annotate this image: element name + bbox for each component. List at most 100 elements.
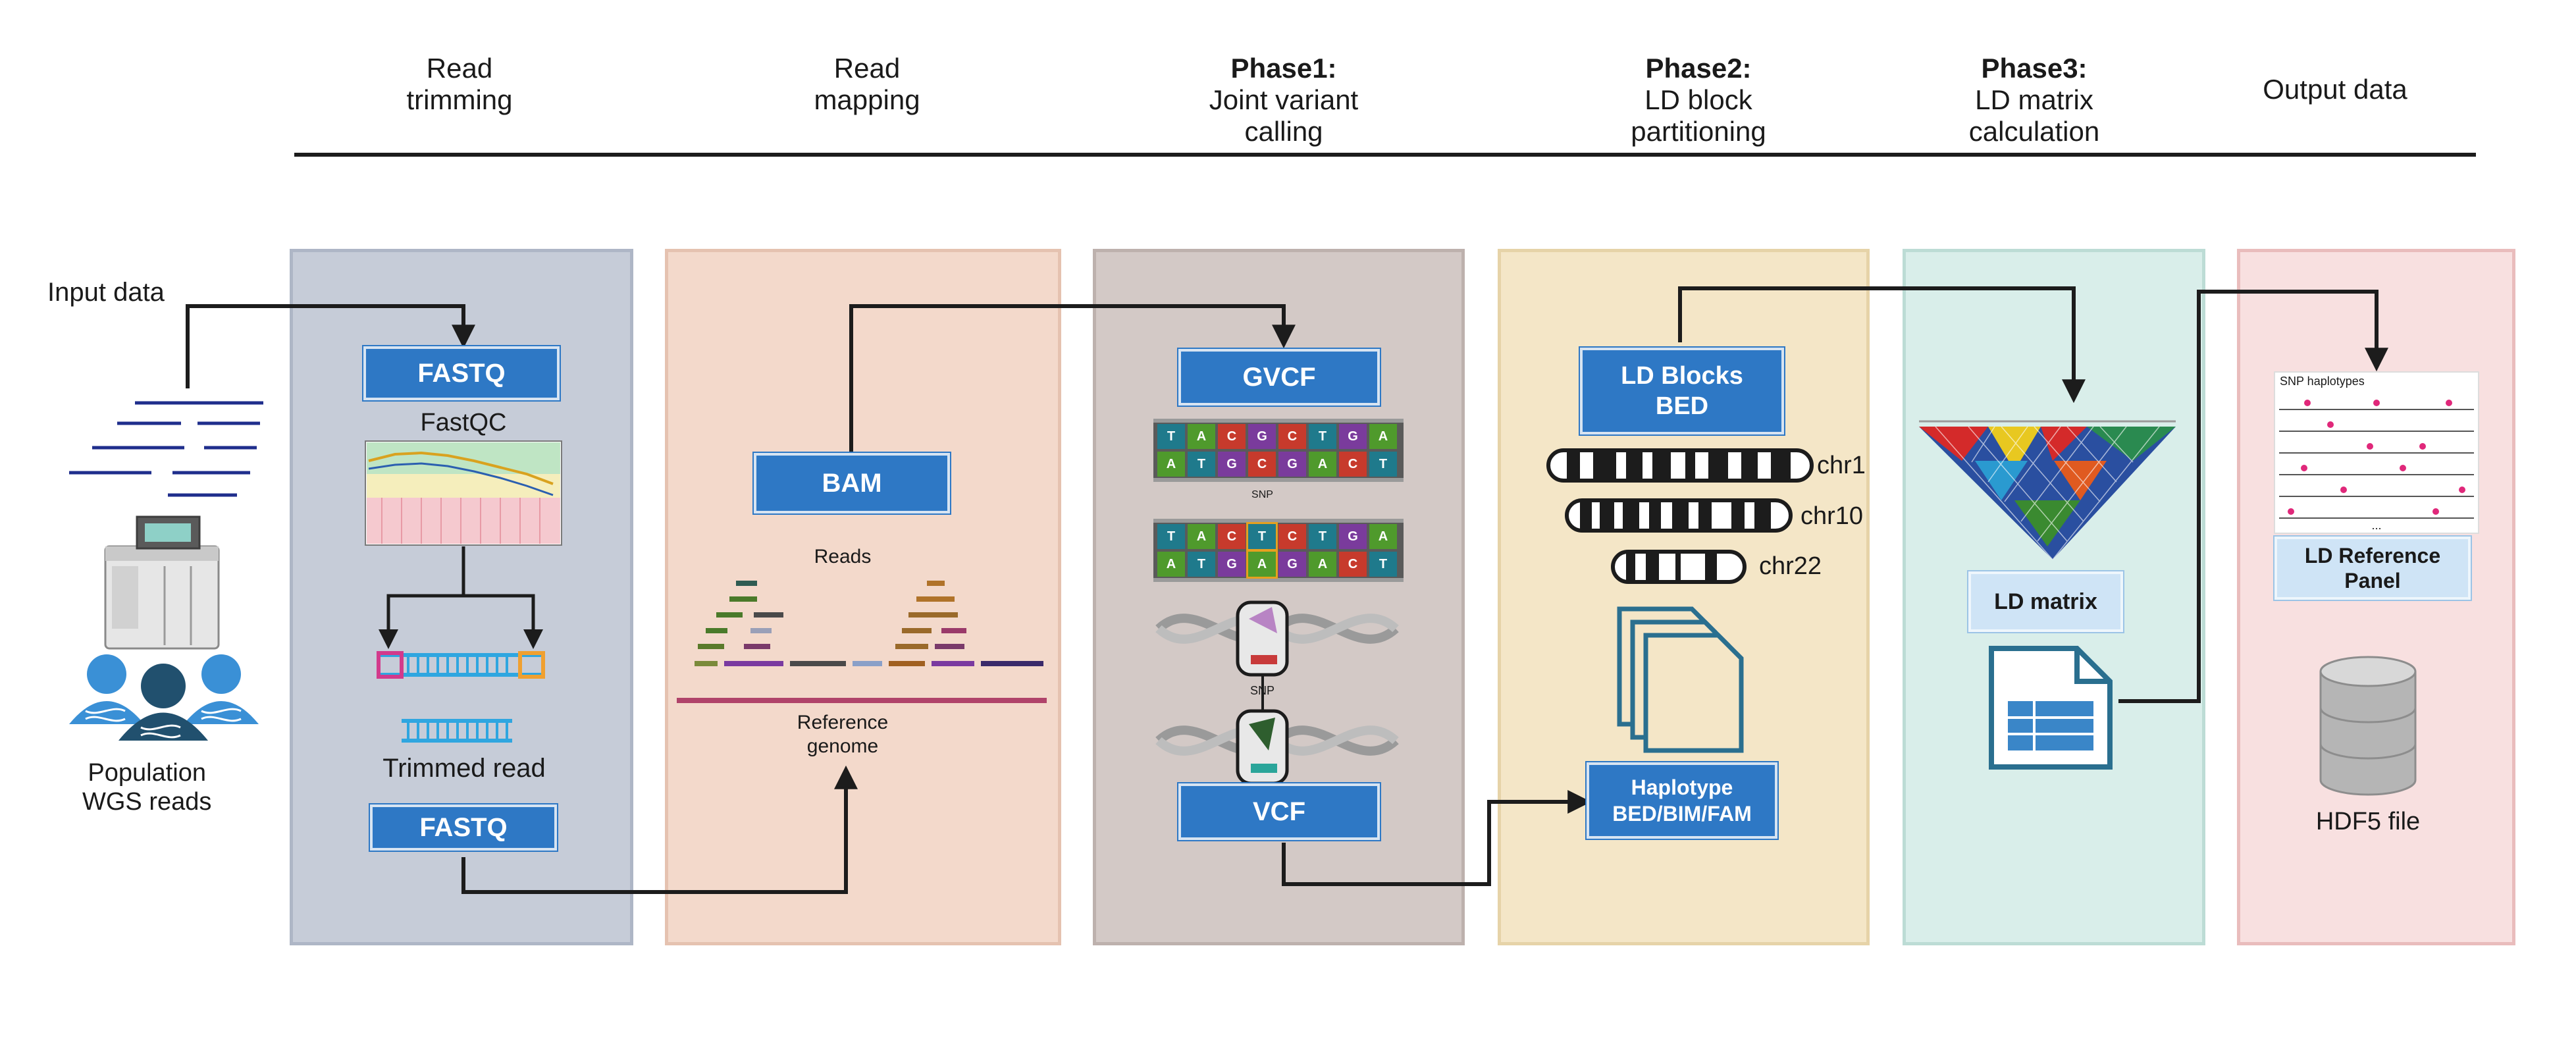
- stage-header-text: Output data: [2263, 74, 2407, 105]
- input-data-label: Input data: [47, 278, 165, 307]
- stage-header-read-mapping: Read mapping: [814, 53, 920, 116]
- trimmed-read-icon: [402, 719, 512, 743]
- dna-base: G: [1339, 424, 1367, 449]
- fastqc-label: FastQC: [420, 409, 507, 436]
- stage-header-phase: Phase3:: [1981, 53, 2088, 84]
- dna-base: C: [1278, 424, 1306, 449]
- chr10-label: chr10: [1801, 502, 1864, 530]
- snp-haplotypes-ellipsis: ...: [2371, 519, 2382, 532]
- adapter-read-icon: [377, 651, 545, 679]
- database-icon: [2319, 656, 2417, 796]
- chromosome-chr22-icon: [1611, 550, 1747, 584]
- spreadsheet-file-icon: [1989, 646, 2113, 770]
- stage-header-read-trimming: Read trimming: [406, 53, 512, 116]
- chr22-label: chr22: [1759, 552, 1822, 580]
- box-label: LD Reference Panel: [2304, 544, 2441, 592]
- dna-base: C: [1339, 552, 1367, 577]
- population-label: Population WGS reads: [82, 759, 212, 816]
- fastq-input-box[interactable]: FASTQ: [363, 346, 560, 400]
- vcf-box[interactable]: VCF: [1178, 783, 1380, 840]
- dna-base: T: [1157, 524, 1185, 549]
- dna-base: T: [1188, 552, 1215, 577]
- chr1-label: chr1: [1817, 452, 1866, 479]
- ld-blocks-box[interactable]: LD Blocks BED: [1580, 348, 1784, 434]
- dna-base: G: [1278, 452, 1306, 477]
- dna-base: G: [1218, 552, 1246, 577]
- dna-base: T: [1369, 452, 1397, 477]
- bam-box[interactable]: BAM: [754, 453, 950, 513]
- box-label: VCF: [1253, 797, 1305, 826]
- dna-base: A: [1188, 424, 1215, 449]
- stage-header-text: Read trimming: [406, 53, 513, 115]
- gvcf-box[interactable]: GVCF: [1178, 349, 1380, 406]
- header-divider: [294, 153, 2476, 157]
- snp-highlight-icon: [1236, 600, 1289, 785]
- chromosome-chr1-icon: [1546, 448, 1814, 483]
- fastqc-chart-icon: [365, 440, 562, 546]
- box-label: LD Blocks BED: [1621, 362, 1743, 420]
- sequencer-icon: [104, 515, 220, 650]
- dna-base: C: [1248, 452, 1276, 477]
- dna-base: C: [1218, 424, 1246, 449]
- chromosome-chr10-icon: [1565, 498, 1793, 533]
- box-label: LD matrix: [1994, 589, 2097, 614]
- stage-header-text: Joint variant calling: [1209, 84, 1359, 147]
- dna-base: A: [1309, 452, 1336, 477]
- dna-base: A: [1157, 552, 1185, 577]
- stage-header-text: LD block partitioning: [1631, 84, 1766, 147]
- stage-header-phase: Phase2:: [1645, 53, 1752, 84]
- dna-base: T: [1309, 524, 1336, 549]
- dna-base: G: [1248, 424, 1276, 449]
- dna-base: T: [1309, 424, 1336, 449]
- stage-header-output: Output data: [2263, 74, 2407, 105]
- input-reads-icon: [69, 401, 263, 497]
- dna-base: G: [1218, 452, 1246, 477]
- box-label: GVCF: [1242, 363, 1316, 392]
- files-stack-icon: [1617, 606, 1744, 753]
- snp-label-1: SNP: [1251, 489, 1273, 500]
- stage-header-phase3: Phase3: LD matrix calculation: [1969, 53, 2099, 147]
- snp-label-2: SNP: [1249, 684, 1275, 697]
- reads-label: Reads: [814, 546, 872, 567]
- mapped-reads-icon: [695, 581, 1043, 666]
- dna-base: T: [1157, 424, 1185, 449]
- box-label: Haplotype BED/BIM/FAM: [1612, 776, 1752, 826]
- trimmed-read-label: Trimmed read: [382, 754, 546, 783]
- dna-base: A: [1188, 524, 1215, 549]
- haplotype-box[interactable]: Haplotype BED/BIM/FAM: [1587, 762, 1777, 839]
- hdf5-file-label: HDF5 file: [2315, 808, 2421, 835]
- ld-reference-panel-box[interactable]: LD Reference Panel: [2274, 537, 2471, 600]
- dna-base: T: [1246, 522, 1278, 551]
- dna-base: C: [1278, 524, 1306, 549]
- dna-base: G: [1339, 524, 1367, 549]
- snp-haplotypes-title: SNP haplotypes: [2280, 375, 2365, 388]
- dna-base: A: [1369, 524, 1397, 549]
- stage-header-phase2: Phase2: LD block partitioning: [1631, 53, 1766, 147]
- ld-matrix-box[interactable]: LD matrix: [1968, 571, 2123, 632]
- dna-base: G: [1278, 552, 1306, 577]
- stage-header-phase: Phase1:: [1230, 53, 1337, 84]
- stage-header-text: Read mapping: [814, 53, 920, 115]
- dna-base: C: [1218, 524, 1246, 549]
- dna-base: A: [1369, 424, 1397, 449]
- dna-base: A: [1309, 552, 1336, 577]
- population-icon: [69, 654, 259, 741]
- ld-triangle-icon: [1919, 420, 2176, 560]
- box-label: FASTQ: [417, 359, 506, 388]
- dna-base: C: [1339, 452, 1367, 477]
- dna-base: T: [1188, 452, 1215, 477]
- fastq-output-box[interactable]: FASTQ: [370, 804, 557, 851]
- stage-header-phase1: Phase1: Joint variant calling: [1209, 53, 1358, 147]
- dna-base: T: [1369, 552, 1397, 577]
- box-label: BAM: [822, 469, 882, 498]
- reference-genome-label: Reference genome: [797, 712, 889, 757]
- dna-base: A: [1157, 452, 1185, 477]
- box-label: FASTQ: [419, 813, 508, 842]
- stage-header-text: LD matrix calculation: [1968, 84, 2100, 147]
- dna-base: A: [1246, 550, 1278, 579]
- snp-haplotypes-chart-icon: [2274, 371, 2479, 534]
